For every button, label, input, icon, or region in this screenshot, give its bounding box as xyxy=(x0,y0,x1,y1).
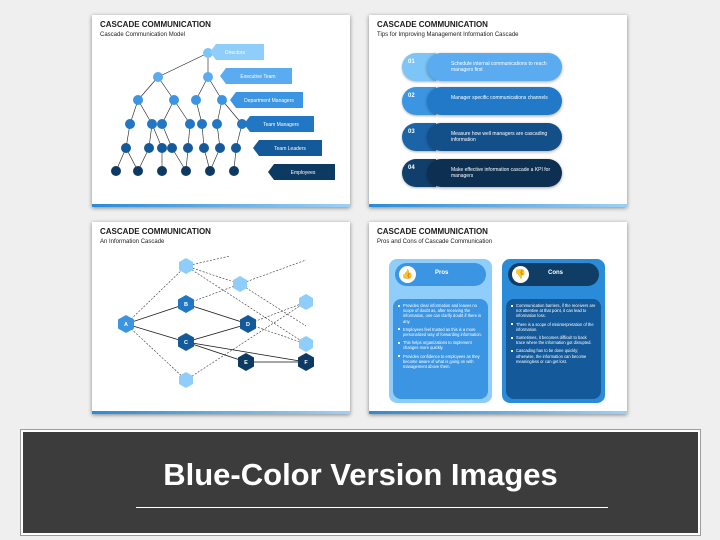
tip-text: Manager specific communications channels xyxy=(451,95,548,101)
cons-label: Cons xyxy=(548,270,563,276)
level-label-executive-team: Executive Team xyxy=(240,74,275,80)
list-item: This helps organizations to implement ch… xyxy=(398,340,483,350)
list-item: Cascading has to be done quickly; otherw… xyxy=(511,348,596,364)
slide-cascade-model[interactable]: CASCADE COMMUNICATION Cascade Communicat… xyxy=(92,15,350,207)
level-label-team-leaders: Team Leaders xyxy=(274,146,306,152)
slide-subtitle: Tips for Improving Management Informatio… xyxy=(377,32,519,38)
level-label-department-managers: Department Managers xyxy=(244,98,294,104)
thumbs-down-icon: 👎 xyxy=(512,266,529,283)
tip-number: 01 xyxy=(408,59,415,65)
node-c: C xyxy=(184,340,188,346)
slide-title: CASCADE COMMUNICATION xyxy=(377,20,488,29)
node-f: F xyxy=(304,360,308,366)
tip-item: 01 Schedule internal communications to r… xyxy=(402,53,562,81)
slide-subtitle: An Information Cascade xyxy=(100,239,165,245)
node-e: E xyxy=(244,360,248,366)
tip-number: 04 xyxy=(408,165,415,171)
level-label-directors: Directors xyxy=(225,50,246,56)
list-item: Communication barriers, if the receivers… xyxy=(511,303,596,319)
list-item: There is a scope of misinterpretation of… xyxy=(511,322,596,332)
information-cascade-diagram: A B C D E F xyxy=(118,255,314,388)
tip-number: 02 xyxy=(408,93,415,99)
slide-title: CASCADE COMMUNICATION xyxy=(377,227,488,236)
node-b: B xyxy=(184,302,188,308)
pros-label: Pros xyxy=(435,270,449,276)
slide-pros-cons[interactable]: CASCADE COMMUNICATION Pros and Cons of C… xyxy=(369,222,627,414)
slide-tips[interactable]: CASCADE COMMUNICATION Tips for Improving… xyxy=(369,15,627,207)
node-a: A xyxy=(124,322,128,328)
cons-card: 👎 Cons Communication barriers, if the re… xyxy=(502,259,605,403)
pros-card: 👍 Pros Provides clear information and le… xyxy=(389,259,492,403)
banner-underline xyxy=(136,507,608,508)
slide-accent-bar xyxy=(92,204,350,207)
thumbs-up-icon: 👍 xyxy=(399,266,416,283)
pros-list: Provides clear information and leaves no… xyxy=(393,299,488,369)
list-item: Sometimes, it becomes difficult to back … xyxy=(511,335,596,345)
list-item: Provides confidence to employees as they… xyxy=(398,354,483,370)
tip-text: Measure how well managers are cascading … xyxy=(451,131,548,143)
slide-accent-bar xyxy=(369,204,627,207)
tip-text: Schedule internal communications to reac… xyxy=(451,61,547,73)
slide-information-cascade[interactable]: CASCADE COMMUNICATION An Information Cas… xyxy=(92,222,350,414)
slide-subtitle: Pros and Cons of Cascade Communication xyxy=(377,239,493,245)
version-banner: Blue-Color Version Images xyxy=(20,429,701,536)
level-label-employees: Employees xyxy=(291,170,316,176)
tip-item: 03 Measure how well managers are cascadi… xyxy=(402,123,562,151)
slide-accent-bar xyxy=(369,411,627,414)
slide-subtitle: Cascade Communication Model xyxy=(100,32,186,38)
tip-text: Make effective information cascade a KPI… xyxy=(451,167,551,179)
banner-title: Blue-Color Version Images xyxy=(163,457,558,492)
cons-list: Communication barriers, if the receivers… xyxy=(506,299,601,364)
tip-item: 02 Manager specific communications chann… xyxy=(402,87,562,115)
tip-item: 04 Make effective information cascade a … xyxy=(402,159,562,187)
list-item: Employees feel trusted as this is a more… xyxy=(398,326,482,338)
slide-title: CASCADE COMMUNICATION xyxy=(100,227,211,236)
level-label-team-managers: Team Managers xyxy=(263,122,299,128)
slide-title: CASCADE COMMUNICATION xyxy=(100,20,211,29)
node-d: D xyxy=(246,322,250,328)
list-item: Provides clear information and leaves no… xyxy=(398,303,482,324)
tip-number: 03 xyxy=(408,129,415,135)
slide-accent-bar xyxy=(92,411,350,414)
cascade-tree-diagram: Directors Executive Team Department Mana… xyxy=(111,44,335,180)
